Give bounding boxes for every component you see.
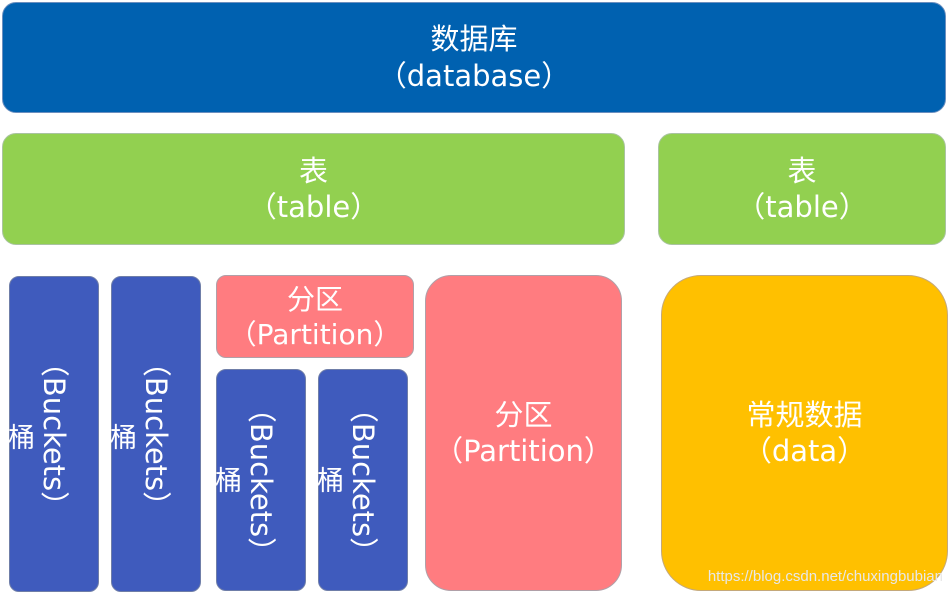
bucket-box-2: 桶 （Buckets） [110,276,201,592]
data-label: 常规数据 [746,397,863,432]
bucket-label-en: （Buckets） [244,393,279,567]
bucket-label: 桶 [215,466,242,497]
partition-box-1: 分区 （Partition） [216,275,414,358]
bucket-box-1: 桶 （Buckets） [8,276,99,592]
watermark-text: https://blog.csdn.net/chuxingbubian [707,568,943,585]
database-label: 数据库 [430,22,518,57]
bucket-box-4: 桶 （Buckets） [317,369,408,591]
table-box-2: 表 （table） [658,133,946,245]
data-box: 常规数据 （data） [661,275,948,591]
bucket-label-en: （Buckets） [346,393,381,567]
bucket-box-3: 桶 （Buckets） [215,369,306,591]
partition-label-en: （Partition） [228,317,402,351]
bucket-label: 桶 [8,423,35,454]
partition-label: 分区 [494,397,553,432]
table-label-en: （table） [247,190,380,224]
bucket-label: 桶 [110,423,137,454]
table-box-1: 表 （table） [2,133,625,245]
table-label: 表 [787,153,817,188]
partition-label-en: （Partition） [434,434,613,468]
bucket-label-en: （Buckets） [37,347,72,521]
table-label: 表 [298,153,328,188]
partition-label: 分区 [286,282,343,316]
table-label-en: （table） [736,190,868,224]
partition-box-2: 分区 （Partition） [425,275,622,591]
bucket-label-en: （Buckets） [139,347,174,521]
database-label-en: （database） [377,58,571,93]
bucket-label: 桶 [317,466,344,497]
database-box: 数据库 （database） [2,2,946,113]
data-label-en: （data） [742,434,867,468]
